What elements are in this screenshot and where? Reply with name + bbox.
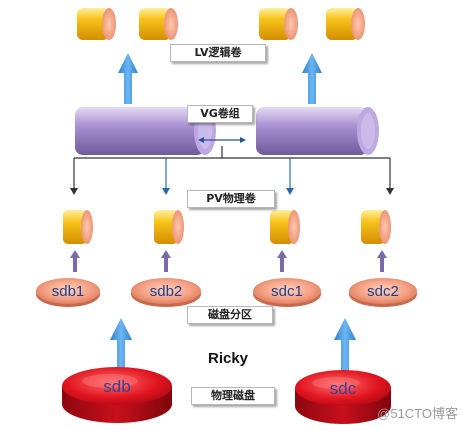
pv-cylinder [63, 210, 93, 244]
lv-label: LV逻辑卷 [170, 44, 266, 62]
double-arrow-icon [198, 137, 246, 143]
lv-cylinder [139, 8, 178, 40]
vg-label: VG卷组 [187, 105, 253, 123]
connector-lines [73, 146, 391, 190]
lv-cylinder [326, 8, 365, 40]
arrow-down-icon [386, 188, 394, 195]
arrow-up-icon [118, 53, 138, 104]
partition-disc [253, 278, 321, 307]
pv-cylinder [270, 210, 300, 244]
arrow-down-icon [286, 188, 294, 195]
arrow-up-icon [110, 318, 132, 372]
partition-disc [131, 278, 201, 307]
partition-label: sdb1 [52, 283, 85, 300]
connector-lines [165, 158, 291, 190]
physical-disk [62, 367, 172, 423]
pv-label: PV物理卷 [187, 190, 275, 208]
lv-cylinder [259, 8, 298, 40]
arrow-down-icon [162, 188, 170, 195]
pv-cylinder [154, 210, 184, 244]
partition-label: sdb2 [150, 283, 183, 300]
lv-cylinder [77, 8, 116, 40]
arrow-down-icon [70, 188, 78, 195]
partition-label: sdc2 [367, 283, 399, 300]
arrow-up-icon [70, 250, 387, 272]
partition-section-label: 磁盘分区 [187, 306, 273, 324]
watermark: @51CTO博客 [377, 406, 458, 421]
physical-disk [295, 370, 391, 424]
pv-cylinder [361, 210, 391, 244]
arrow-up-icon [334, 318, 356, 372]
physical-disk-label: 物理磁盘 [191, 387, 275, 405]
partition-label: sdc1 [271, 283, 303, 300]
partition-disc [349, 278, 417, 307]
disk-label: sdc [330, 379, 357, 398]
arrow-up-icon [302, 53, 322, 104]
disk-label: sdb [103, 377, 130, 396]
vg-cylinder [256, 107, 379, 155]
partition-disc [36, 278, 100, 307]
author-label: Ricky [208, 350, 249, 367]
